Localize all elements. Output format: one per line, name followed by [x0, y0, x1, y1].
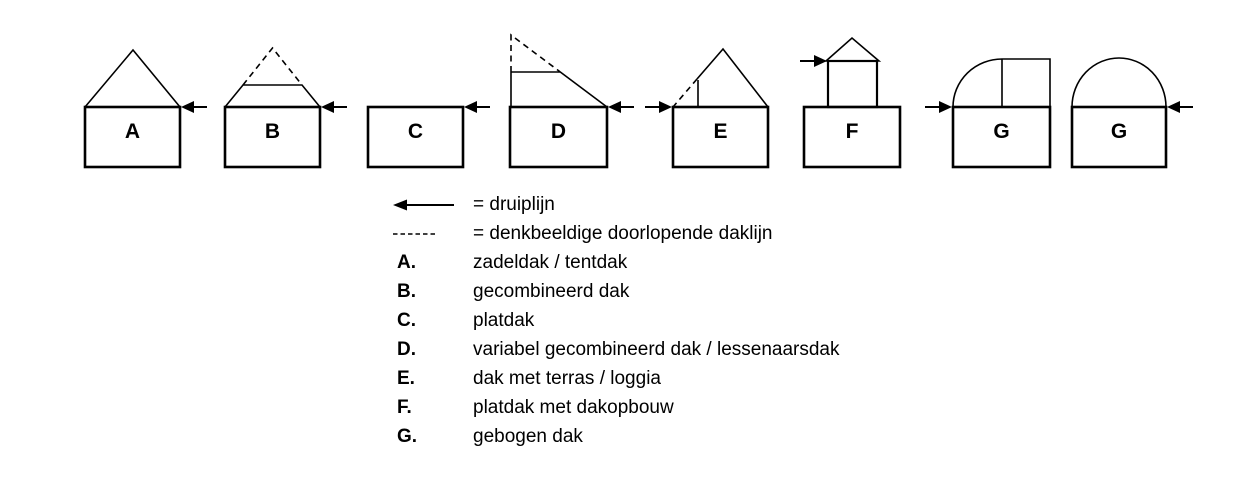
- house-c: C: [366, 101, 490, 169]
- house-a-roof: [84, 48, 181, 108]
- legend-key-e: E.: [397, 367, 415, 389]
- druiplijn-arrow-icon: [925, 101, 952, 113]
- druiplijn-arrow-icon: [321, 101, 347, 113]
- house-d: D: [508, 33, 634, 169]
- legend-item-c: C. platdak: [392, 306, 840, 335]
- legend-key-g: G.: [397, 425, 418, 447]
- house-d-label: D: [551, 120, 566, 143]
- legend-item-g: G. gebogen dak: [392, 422, 840, 451]
- house-b-roof: [224, 84, 321, 108]
- house-e-label: E: [713, 120, 727, 143]
- legend-row-druiplijn: = druiplijn: [392, 190, 840, 219]
- legend-item-f: F. platdak met dakopbouw: [392, 393, 840, 422]
- house-g2-label: G: [1111, 120, 1127, 143]
- house-c-body: [366, 105, 465, 169]
- legend-text-e: dak met terras / loggia: [473, 367, 661, 389]
- house-e-roof: [696, 47, 769, 108]
- legend-text-c: platdak: [473, 309, 535, 331]
- dashed-line-icon: [392, 231, 473, 237]
- house-b-label: B: [265, 120, 280, 143]
- legend-daklijn-text: = denkbeeldige doorlopende daklijn: [473, 222, 773, 244]
- legend-text-a: zadeldak / tentdak: [473, 251, 628, 273]
- house-f-label: F: [846, 120, 859, 143]
- house-c-label: C: [408, 120, 423, 143]
- house-g2-roof: [1071, 57, 1167, 108]
- legend-item-d: D. variabel gecombineerd dak / lessenaar…: [392, 335, 840, 364]
- legend: = druiplijn = denkbeeldige doorlopende d…: [392, 190, 840, 451]
- druiplijn-arrow-icon: [800, 55, 827, 67]
- legend-item-a: A. zadeldak / tentdak: [392, 248, 840, 277]
- house-d-imaginary-roofline: [510, 33, 561, 73]
- house-g1-label: G: [993, 120, 1009, 143]
- house-b-body: [223, 105, 322, 169]
- legend-row-daklijn: = denkbeeldige doorlopende daklijn: [392, 219, 840, 248]
- legend-text-b: gecombineerd dak: [473, 280, 630, 302]
- druiplijn-arrow-icon: [1167, 101, 1193, 113]
- house-g2: G: [1070, 57, 1193, 169]
- house-d-roof: [510, 71, 608, 108]
- legend-key-b: B.: [397, 280, 416, 302]
- legend-key-f: F.: [397, 396, 412, 418]
- legend-key-c: C.: [397, 309, 416, 331]
- house-g2-body: [1070, 105, 1168, 169]
- house-a: A: [83, 48, 207, 169]
- house-e-body: [671, 105, 770, 169]
- house-b: B: [223, 46, 347, 169]
- house-f-roof: [823, 36, 882, 62]
- house-a-label: A: [125, 120, 140, 143]
- druiplijn-arrow-icon: [645, 101, 672, 113]
- house-f: F: [800, 36, 902, 169]
- legend-item-b: B. gecombineerd dak: [392, 277, 840, 306]
- legend-key-d: D.: [397, 338, 416, 360]
- left-arrow-icon: [392, 198, 473, 212]
- legend-key-a: A.: [397, 251, 416, 273]
- house-a-body: [83, 105, 182, 169]
- house-d-body: [508, 105, 609, 169]
- house-f-dakopbouw: [826, 59, 879, 109]
- legend-text-g: gebogen dak: [473, 425, 583, 447]
- house-g1: G: [925, 58, 1052, 169]
- house-g1-roof: [952, 58, 1051, 108]
- druiplijn-arrow-icon: [181, 101, 207, 113]
- house-e: E: [645, 47, 770, 169]
- house-e-imaginary-roofline: [672, 78, 698, 108]
- legend-item-e: E. dak met terras / loggia: [392, 364, 840, 393]
- legend-druiplijn-text: = druiplijn: [473, 193, 555, 215]
- legend-text-f: platdak met dakopbouw: [473, 396, 674, 418]
- legend-text-d: variabel gecombineerd dak / lessenaarsda…: [473, 338, 840, 360]
- house-b-imaginary-roofline: [242, 46, 303, 86]
- druiplijn-arrow-icon: [464, 101, 490, 113]
- druiplijn-arrow-icon: [608, 101, 634, 113]
